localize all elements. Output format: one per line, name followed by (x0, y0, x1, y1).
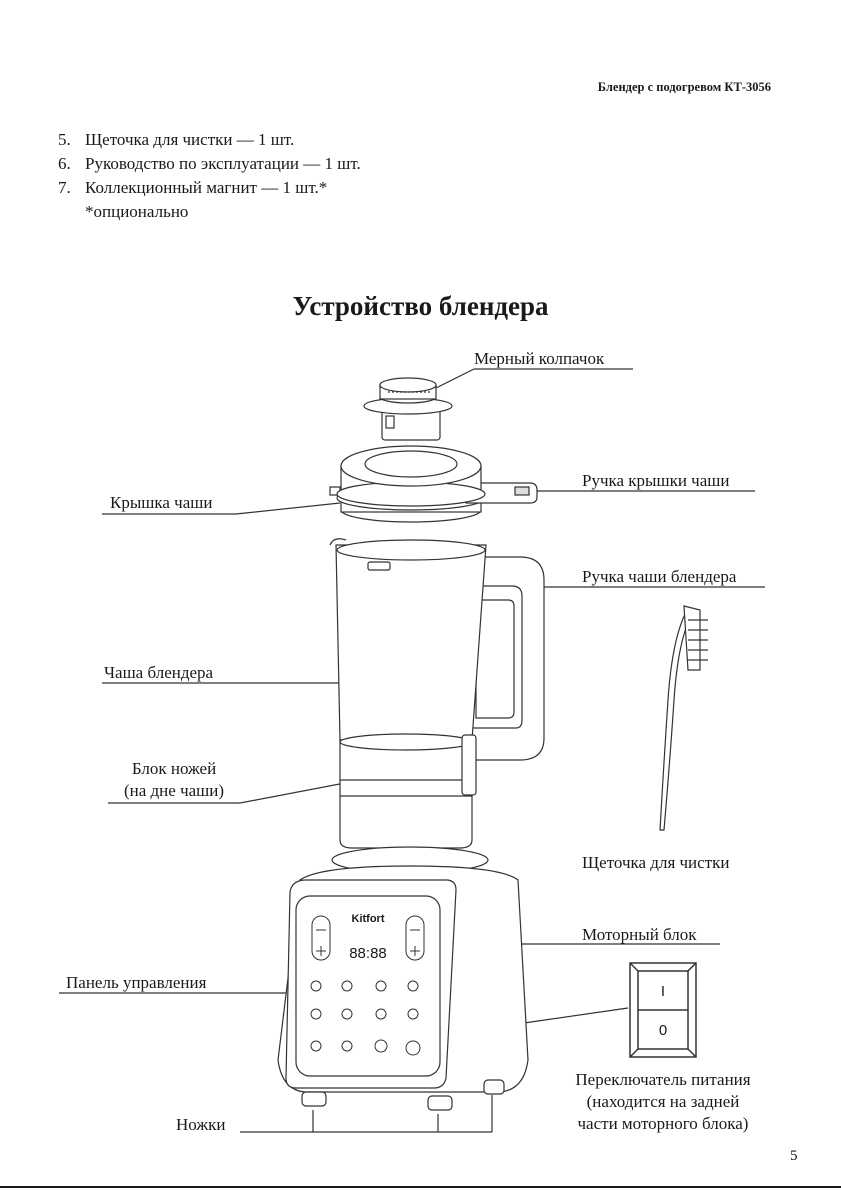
label-lid-handle: Ручка крышки чаши (582, 471, 730, 490)
list-item-text: Щеточка для чистки — 1 шт. (85, 130, 295, 149)
contents-list: 5. Щеточка для чистки — 1 шт. 6. Руковод… (58, 128, 361, 224)
list-item: 6. Руководство по эксплуатации — 1 шт. (58, 152, 361, 176)
motor-base (277, 846, 529, 1111)
cleaning-brush (659, 605, 708, 831)
document-header: Блендер с подогревом КТ-3056 (597, 80, 771, 94)
page-number: 5 (790, 1148, 798, 1164)
blender-jar (329, 538, 545, 849)
brand-logo: Kitfort (352, 913, 385, 925)
list-item: 5. Щеточка для чистки — 1 шт. (58, 128, 361, 152)
label-measuring-cap: Мерный колпачок (474, 349, 605, 368)
list-item-number: 5. (58, 130, 71, 149)
section-title: Устройство блендера (292, 291, 549, 321)
label-blade-line1: Блок ножей (131, 759, 217, 778)
list-item-text: Руководство по эксплуатации — 1 шт. (85, 154, 361, 173)
label-switch-line1: Переключатель питания (575, 1070, 751, 1089)
label-jar-handle: Ручка чаши блендера (582, 567, 737, 586)
label-blade-line2: (на дне чаши) (123, 781, 225, 800)
power-switch (629, 962, 697, 1058)
switch-on-mark: I (661, 983, 665, 1000)
label-blade-block: Блок ножей (на дне чаши) (108, 758, 240, 802)
optional-note: *опционально (85, 202, 189, 221)
display-readout: 88:88 (349, 945, 387, 962)
label-jar: Чаша блендера (104, 663, 214, 682)
list-item: 7. Коллекционный магнит — 1 шт.* (58, 176, 361, 200)
label-feet: Ножки (176, 1115, 226, 1134)
label-switch-line2: (находится на задней (586, 1092, 740, 1111)
jar-lid (329, 445, 538, 523)
control-panel (310, 915, 425, 1056)
label-control-panel: Панель управления (66, 973, 207, 992)
switch-off-mark: 0 (659, 1022, 667, 1039)
list-item-number: 7. (58, 178, 71, 197)
measuring-cap (363, 377, 453, 441)
label-switch-line3: части моторного блока) (577, 1114, 749, 1133)
label-motor: Моторный блок (582, 925, 697, 944)
label-power-switch: Переключатель питания (находится на задн… (556, 1069, 770, 1135)
label-lid: Крышка чаши (110, 493, 213, 512)
label-brush: Щеточка для чистки (582, 853, 730, 872)
page-bottom-rule (0, 1186, 841, 1188)
list-item-text: Коллекционный магнит — 1 шт.* (85, 178, 328, 197)
list-item-number: 6. (58, 154, 71, 173)
